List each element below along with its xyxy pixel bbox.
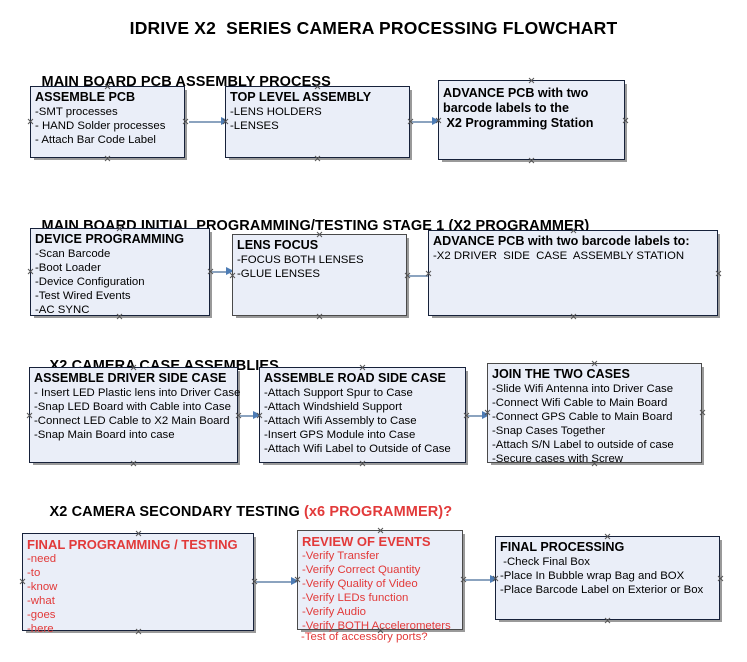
box-line: -Connect Wifi Cable to Main Board [492,396,668,409]
box-line: -what [27,595,55,608]
box-line: -LENS HOLDERS [230,105,322,118]
box-assemble-pcb[interactable]: ASSEMBLE PCB -SMT processes - HAND Solde… [30,86,185,158]
box-line: -Attach S/N Label to outside of case [492,438,674,451]
box-title: JOIN THE TWO CASES [492,367,630,381]
box-line: -Attach Wifi Label to Outside of Case [264,442,451,455]
flow-arrow [212,267,234,276]
box-title: ADVANCE PCB with two barcode labels to: [433,234,690,248]
box-line: -Verify Correct Quantity [302,564,421,577]
box-line: -Slide Wifi Antenna into Driver Case [492,382,674,395]
flow-arrow [412,117,440,126]
box-line: -Connect GPS Cable to Main Board [492,410,673,423]
box-line: -Connect LED Cable to X2 Main Board [34,414,230,427]
box-title: LENS FOCUS [237,238,319,252]
section-heading-4-note: (x6 PROGRAMMER)? [303,504,453,520]
box-line: -Snap Cases Together [492,424,606,437]
box-line: -Secure cases with Screw [492,452,624,465]
box-line: barcode labels to the [443,100,569,115]
box-line: -Attach Wifi Assembly to Case [264,414,417,427]
flow-arrow [240,411,261,420]
box-line: -know [27,581,58,594]
box-line: -goes [27,609,56,622]
box-line: -Snap LED Board with Cable into Case [34,400,231,413]
box-top-level-assembly[interactable]: TOP LEVEL ASSEMBLY -LENS HOLDERS -LENSES [225,86,410,158]
box-line: -Place In Bubble wrap Bag and BOX [500,569,685,582]
box-title: FINAL PROGRAMMING / TESTING [27,537,238,552]
box-line: -Verify Transfer [302,550,380,563]
box-final-programming-testing[interactable]: FINAL PROGRAMMING / TESTING -need -to -k… [22,533,254,635]
box-line: -to [27,567,41,580]
box-title: TOP LEVEL ASSEMBLY [230,90,372,104]
box-line: -LENSES [230,119,279,132]
box-line: -Boot Loader [35,261,101,274]
box-line-overflow: -Test of accessory ports? [301,631,428,643]
box-line: - HAND Solder processes [35,119,166,132]
box-title: DEVICE PROGRAMMING [35,232,185,246]
box-line: -FOCUS BOTH LENSES [237,253,364,266]
box-line: -Check Final Box [500,555,590,568]
box-join-the-two-cases[interactable]: JOIN THE TWO CASES -Slide Wifi Antenna i… [487,363,702,465]
box-title: FINAL PROCESSING [500,540,625,554]
box-line: -Attach Support Spur to Case [264,386,413,399]
flow-arrow [465,575,498,584]
box-review-of-events[interactable]: REVIEW OF EVENTS -Verify Transfer -Verif… [297,530,463,633]
box-line: -Device Configuration [35,275,145,288]
box-assemble-road-side-case[interactable]: ASSEMBLE ROAD SIDE CASE -Attach Support … [259,367,466,463]
box-advance-pcb-driver-side[interactable]: ADVANCE PCB with two barcode labels to: … [428,230,718,316]
box-line: -Verify BOTH Accelerometers [302,620,451,633]
section-heading-4: X2 CAMERA SECONDARY TESTING (x6 PROGRAMM… [33,488,453,536]
box-line: -AC SYNC [35,303,90,316]
box-line: X2 Programming Station [443,115,594,130]
box-lens-focus[interactable]: LENS FOCUS -FOCUS BOTH LENSES -GLUE LENS… [232,234,407,316]
section-heading-4-text: X2 CAMERA SECONDARY TESTING [49,504,304,520]
box-line: -Insert GPS Module into Case [264,428,416,441]
box-line: -Verify LEDs function [302,592,409,605]
box-line: -X2 DRIVER SIDE CASE ASSEMBLY STATION [433,249,685,262]
box-line: -Place Barcode Label on Exterior or Box [500,583,704,596]
box-title: ADVANCE PCB with two [443,86,589,100]
box-assemble-driver-side-case[interactable]: ASSEMBLE DRIVER SIDE CASE - Insert LED P… [29,367,241,463]
flow-arrow [256,577,299,586]
box-line: -Test Wired Events [35,289,131,302]
box-title: REVIEW OF EVENTS [302,534,431,549]
box-device-programming[interactable]: DEVICE PROGRAMMING -Scan Barcode -Boot L… [30,228,210,316]
box-title: ASSEMBLE PCB [35,90,136,104]
box-line: -Verify Quality of Video [302,578,418,591]
box-advance-pcb-station[interactable]: ADVANCE PCB with two barcode labels to t… [438,80,625,160]
box-line: -Snap Main Board into case [34,428,175,441]
box-line: - Insert LED Plastic lens into Driver Ca… [34,386,241,399]
page-title: IDRIVE X2 SERIES CAMERA PROCESSING FLOWC… [129,18,618,38]
box-line: -here [27,623,54,636]
box-line: -Verify Audio [302,606,366,619]
box-line: -GLUE LENSES [237,267,320,280]
box-title: ASSEMBLE DRIVER SIDE CASE [34,371,227,385]
box-line: -Scan Barcode [35,247,111,260]
box-final-processing[interactable]: FINAL PROCESSING -Check Final Box -Place… [495,536,720,620]
box-line: -need [27,553,57,566]
box-line: - Attach Bar Code Label [35,133,156,146]
box-line: -Attach Windshield Support [264,400,403,413]
box-title: ASSEMBLE ROAD SIDE CASE [264,371,446,385]
box-line: -SMT processes [35,105,118,118]
flow-arrow [189,117,229,126]
